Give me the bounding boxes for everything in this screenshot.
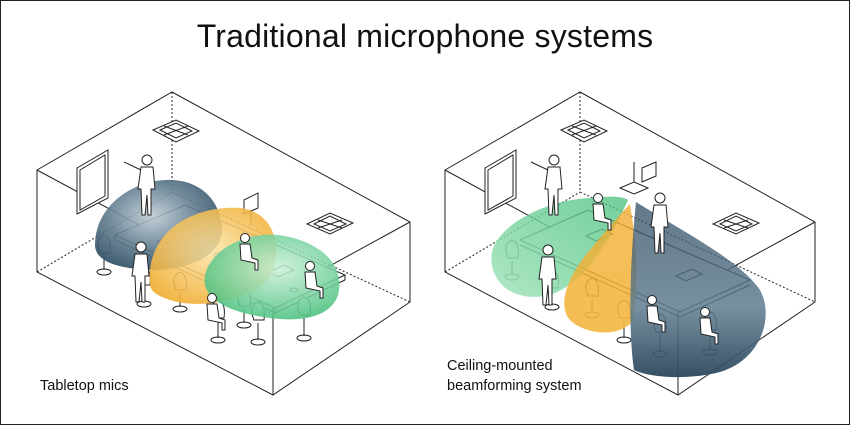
caption-line: Ceiling-mounted bbox=[447, 358, 553, 374]
standing-figure bbox=[131, 241, 150, 303]
orange-beam-zone bbox=[564, 204, 637, 333]
seated-figure bbox=[206, 293, 226, 331]
seated-figure bbox=[304, 261, 324, 299]
green-beam-zone bbox=[491, 196, 628, 297]
caption-ceiling-beamforming: Ceiling-mounted beamforming system bbox=[447, 356, 582, 396]
left-room-fixtures bbox=[76, 119, 355, 235]
standing-figure bbox=[538, 244, 557, 306]
seated-figure bbox=[592, 193, 612, 231]
presenter-figure bbox=[123, 154, 156, 216]
figure-title: Traditional microphone systems bbox=[196, 18, 654, 54]
green-coverage-zone bbox=[204, 234, 340, 320]
left-people bbox=[123, 154, 324, 331]
caption-line: Tabletop mics bbox=[40, 378, 129, 394]
caption-tabletop-mics: Tabletop mics bbox=[40, 376, 129, 396]
caption-line: beamforming system bbox=[447, 378, 582, 394]
seated-figure bbox=[646, 295, 666, 333]
right-people bbox=[530, 154, 719, 345]
standing-figure bbox=[650, 192, 669, 254]
left-coverage-zones bbox=[95, 179, 340, 320]
right-room-fixtures bbox=[484, 119, 761, 235]
presenter-figure bbox=[530, 154, 563, 216]
seated-figure bbox=[239, 233, 259, 271]
seated-figure bbox=[699, 307, 719, 345]
